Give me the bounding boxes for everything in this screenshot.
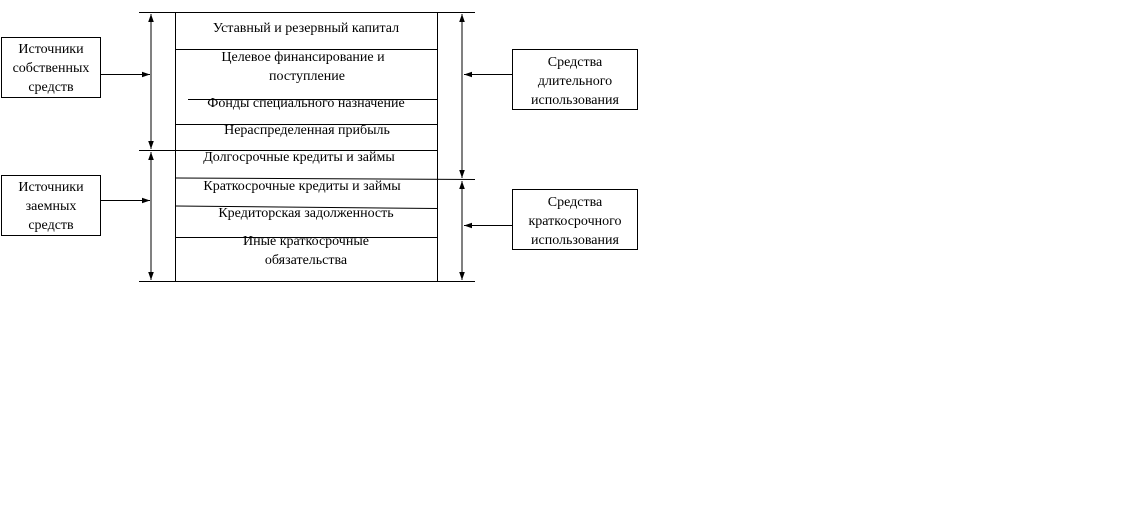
row-text: Фонды специального назначение xyxy=(207,96,404,111)
box-text: Источники xyxy=(18,180,84,195)
row-text: Нераспределенная прибыль xyxy=(224,123,390,138)
table-row-3: Фонды специального назначение xyxy=(207,96,404,111)
box-text: Средства xyxy=(548,195,603,210)
long-term-use-box: Средства длительного использования xyxy=(512,49,638,110)
box-text: использования xyxy=(531,93,619,108)
box-text: собственных xyxy=(13,61,90,76)
table-row-6: Краткосрочные кредиты и займы xyxy=(203,179,401,194)
box-text: использования xyxy=(531,233,619,248)
row-text: Кредиторская задолженность xyxy=(218,206,393,221)
box-text: Источники xyxy=(18,42,84,57)
table-row-8: Иные краткосрочные обязательства xyxy=(243,234,369,268)
row-text: Долгосрочные кредиты и займы xyxy=(203,150,395,165)
box-text: Средства xyxy=(548,55,603,70)
box-text: краткосрочного xyxy=(529,214,622,229)
row-text: Целевое финансирование и xyxy=(221,50,385,65)
liabilities-table xyxy=(139,12,476,282)
row-text: Иные краткосрочные xyxy=(243,234,369,249)
own-sources-box: Источники собственных средств xyxy=(1,37,101,98)
table-row-4: Нераспределенная прибыль xyxy=(224,123,390,138)
row-text: поступление xyxy=(269,69,345,84)
table-row-1: Уставный и резервный капитал xyxy=(213,21,399,36)
table-row-7: Кредиторская задолженность xyxy=(218,206,393,221)
borrowed-sources-box: Источники заемных средств xyxy=(1,175,101,236)
box-text: средств xyxy=(28,80,74,95)
table-row-5: Долгосрочные кредиты и займы xyxy=(203,150,395,165)
box-text: средств xyxy=(28,218,74,233)
box-text: длительного xyxy=(538,74,612,89)
row-text: обязательства xyxy=(265,253,348,268)
short-term-use-box: Средства краткосрочного использования xyxy=(512,189,638,250)
row-text: Краткосрочные кредиты и займы xyxy=(203,179,401,194)
table-row-2: Целевое финансирование и поступление xyxy=(221,50,385,84)
box-text: заемных xyxy=(26,199,77,214)
row-text: Уставный и резервный капитал xyxy=(213,21,399,36)
